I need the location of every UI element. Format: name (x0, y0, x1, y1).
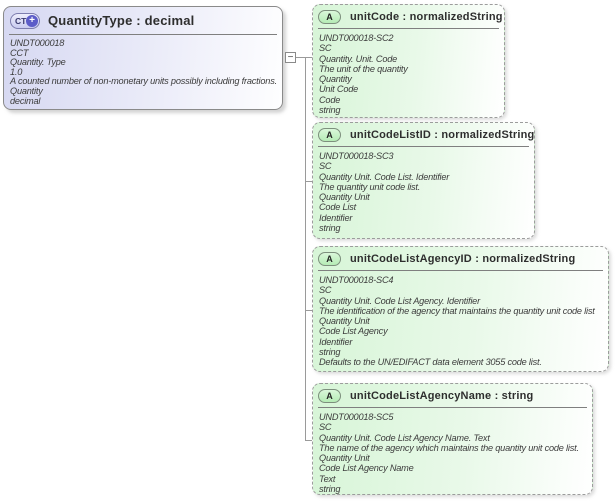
annotation-line: Quantity Unit (319, 316, 370, 327)
box-title: unitCodeListID : normalizedString (350, 128, 535, 141)
connector-line (305, 181, 312, 182)
attribute-box-unitcodelistid[interactable]: A unitCodeListID : normalizedString UNDT… (312, 122, 535, 239)
annotation-line: The identification of the agency that ma… (319, 305, 595, 316)
annotation-line: The unit of the quantity (319, 63, 408, 74)
attribute-icon: A (318, 388, 341, 403)
annotation-line: Code (319, 94, 341, 105)
box-title: unitCodeListAgencyID : normalizedString (350, 252, 576, 265)
attribute-icon: A (318, 9, 341, 24)
annotation-line: UNDT000018-SC5 (319, 412, 394, 422)
annotation-line: Quantity Unit. Code List Agency. Identif… (319, 295, 480, 306)
annotation-body: UNDT000018-SC2 SC Quantity. Unit. Code T… (313, 29, 504, 115)
annotation-line: UNDT000018-SC2 (319, 33, 394, 43)
annotation-line: Defaults to the UN/EDIFACT data element … (319, 357, 542, 368)
annotation-line: Unit Code (319, 84, 359, 95)
annotation-line: Quantity (319, 74, 352, 85)
attribute-box-unitcode[interactable]: A unitCode : normalizedString UNDT000018… (312, 4, 505, 118)
attribute-icon: A (318, 251, 341, 266)
annotation-line: Code List Agency (319, 326, 388, 337)
annotation-line: SC (319, 43, 332, 54)
complextype-box-quantitytype[interactable]: CT + QuantityType : decimal UNDT000018 C… (3, 6, 283, 110)
attribute-icon: A (318, 127, 341, 142)
complextype-icon-label: CT (15, 15, 27, 26)
collapse-minus-icon[interactable]: − (285, 52, 296, 63)
annotation-line: CCT (10, 47, 29, 58)
box-title: unitCode : normalizedString (350, 10, 503, 23)
attribute-box-unitcodelistagencyname[interactable]: A unitCodeListAgencyName : string UNDT00… (312, 383, 593, 495)
complextype-box-header: CT + QuantityType : decimal (9, 7, 277, 35)
plus-badge-icon: + (26, 14, 38, 27)
connector-line (305, 310, 312, 311)
annotation-line: Quantity Unit. Code List. Identifier (319, 171, 450, 182)
annotation-line: Quantity (10, 85, 43, 96)
annotation-line: Text (319, 473, 336, 484)
annotation-line: Quantity. Unit. Code (319, 53, 398, 64)
annotation-line: UNDT000018 (10, 38, 65, 48)
annotation-line: Quantity Unit (319, 192, 370, 203)
box-title: unitCodeListAgencyName : string (350, 389, 534, 402)
annotation-line: The name of the agency which maintains t… (319, 442, 579, 453)
annotation-body: UNDT000018-SC4 SC Quantity Unit. Code Li… (313, 271, 608, 368)
annotation-line: string (319, 347, 341, 358)
annotation-line: 1.0 (10, 66, 23, 77)
annotation-line: SC (319, 161, 332, 172)
annotation-line: Quantity. Type (10, 57, 66, 68)
box-title: QuantityType : decimal (48, 13, 195, 28)
annotation-line: string (319, 484, 341, 495)
annotation-line: Code List (319, 202, 357, 213)
annotation-line: Identifier (319, 336, 353, 347)
annotation-line: SC (319, 285, 332, 296)
annotation-line: Code List Agency Name (319, 463, 414, 474)
connector-line (305, 440, 312, 441)
attribute-box-header: A unitCodeListAgencyName : string (318, 384, 587, 408)
connector-line (296, 57, 312, 58)
annotation-line: UNDT000018-SC4 (319, 275, 394, 285)
complextype-icon: CT + (10, 12, 40, 29)
annotation-line: Identifier (319, 212, 353, 223)
annotation-body: UNDT000018 CCT Quantity. Type 1.0 A coun… (4, 35, 282, 106)
annotation-line: Quantity Unit (319, 453, 370, 464)
annotation-line: The quantity unit code list. (319, 181, 421, 192)
attribute-box-unitcodelistagencyid[interactable]: A unitCodeListAgencyID : normalizedStrin… (312, 246, 609, 372)
annotation-line: UNDT000018-SC3 (319, 151, 394, 161)
annotation-line: A counted number of non-monetary units p… (10, 76, 277, 87)
annotation-line: Quantity Unit. Code List Agency Name. Te… (319, 432, 490, 443)
attribute-box-header: A unitCodeListAgencyID : normalizedStrin… (318, 247, 603, 271)
attribute-box-header: A unitCode : normalizedString (318, 5, 502, 29)
annotation-line: SC (319, 422, 332, 433)
annotation-body: UNDT000018-SC3 SC Quantity Unit. Code Li… (313, 147, 534, 233)
annotation-body: UNDT000018-SC5 SC Quantity Unit. Code Li… (313, 408, 592, 494)
connector-trunk-line (305, 57, 306, 441)
attribute-box-header: A unitCodeListID : normalizedString (318, 123, 534, 147)
annotation-line: string (319, 223, 341, 234)
annotation-line: string (319, 105, 341, 116)
annotation-line: decimal (10, 95, 41, 106)
